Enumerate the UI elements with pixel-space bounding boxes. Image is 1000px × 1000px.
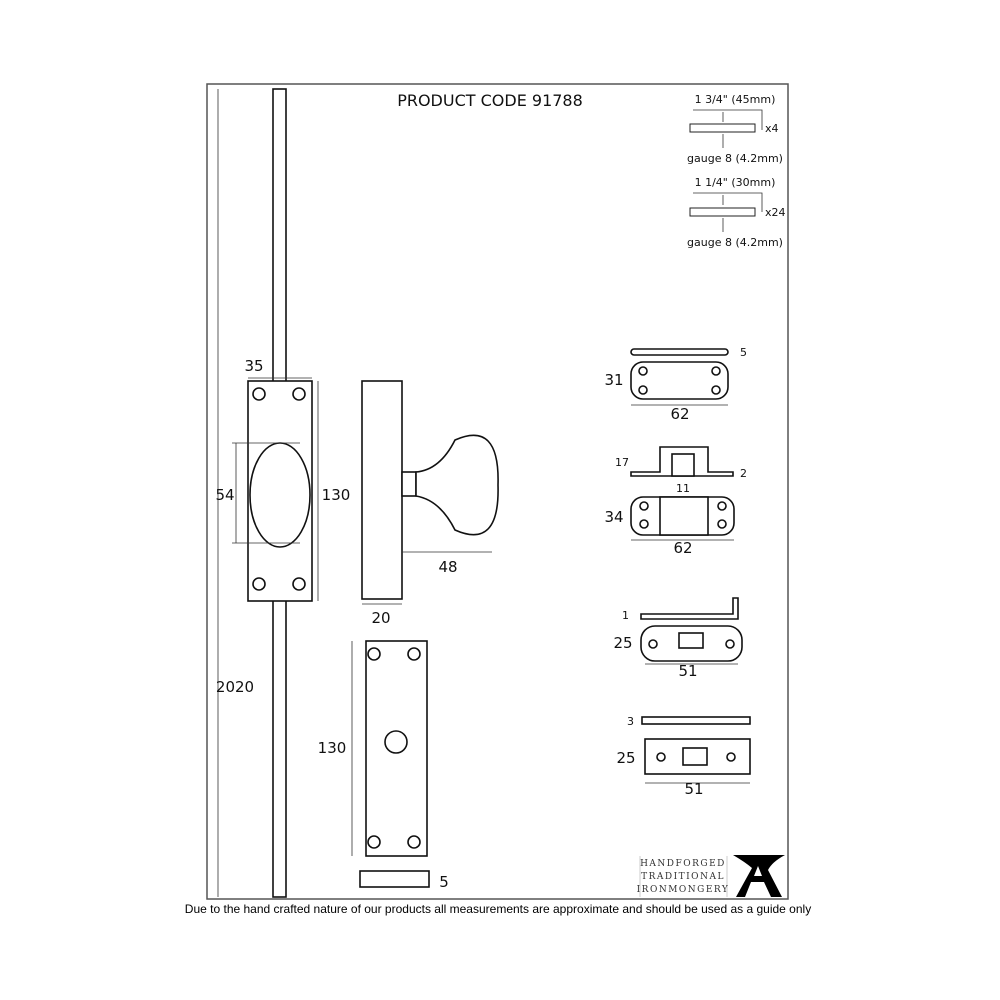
dim: 3 <box>627 715 634 728</box>
dim: 5 <box>740 346 747 359</box>
dim: 31 <box>604 371 623 389</box>
dim: 62 <box>673 539 692 557</box>
dim-oval-height: 54 <box>215 486 234 504</box>
dim-plate-depth: 20 <box>371 609 390 627</box>
dim-plate-width: 35 <box>244 357 263 375</box>
screw-qty: x24 <box>765 206 786 219</box>
dim: 2 <box>740 467 747 480</box>
screw-icon <box>689 207 756 217</box>
dim-keep-height: 130 <box>318 739 347 757</box>
screw-qty: x4 <box>765 122 779 135</box>
screw-gauge: gauge 8 (4.2mm) <box>687 236 783 249</box>
screw-spec-2: 1 1/4" (30mm) x24 gauge 8 (4.2mm) <box>687 176 785 249</box>
disclaimer-footer: Due to the hand crafted nature of our pr… <box>185 902 811 916</box>
keep-plate: 130 5 <box>318 640 449 891</box>
screw-gauge: gauge 8 (4.2mm) <box>687 152 783 165</box>
rod-guide-2: 17 2 11 34 62 <box>604 446 747 557</box>
rod-guide-1: 5 31 62 <box>604 346 747 423</box>
dim: 11 <box>676 482 690 495</box>
dim-knob-projection: 48 <box>438 558 457 576</box>
anvil-icon <box>733 855 785 897</box>
screw-icon <box>689 123 756 133</box>
screw-length-label: 1 1/4" (30mm) <box>695 176 776 189</box>
product-code: PRODUCT CODE 91788 <box>397 91 583 110</box>
dim-rod-length: 2020 <box>216 678 254 696</box>
brand-logo: HANDFORGED TRADITIONAL IRONMONGERY <box>637 855 785 897</box>
dim: 1 <box>622 609 629 622</box>
dim: 51 <box>678 662 697 680</box>
screw-length-label: 1 3/4" (45mm) <box>695 93 776 106</box>
dim: 25 <box>616 749 635 767</box>
drawing-border <box>206 83 789 900</box>
dim: 51 <box>684 780 703 798</box>
screw-spec-1: 1 3/4" (45mm) x4 gauge 8 (4.2mm) <box>687 93 783 165</box>
logo-text: TRADITIONAL <box>641 872 725 882</box>
dim: 17 <box>615 456 629 469</box>
logo-text: HANDFORGED <box>640 859 726 869</box>
dim: 62 <box>670 405 689 423</box>
dim-plate-height: 130 <box>322 486 351 504</box>
dim-keep-depth: 5 <box>439 873 449 891</box>
keeper-1: 1 25 51 <box>613 597 743 680</box>
dim: 25 <box>613 634 632 652</box>
dim: 34 <box>604 508 623 526</box>
logo-text: IRONMONGERY <box>637 885 730 895</box>
handle-backplate: 35 54 130 <box>215 357 351 602</box>
keeper-2: 3 25 51 <box>616 715 751 798</box>
handle-side-view: 48 20 <box>361 380 499 627</box>
